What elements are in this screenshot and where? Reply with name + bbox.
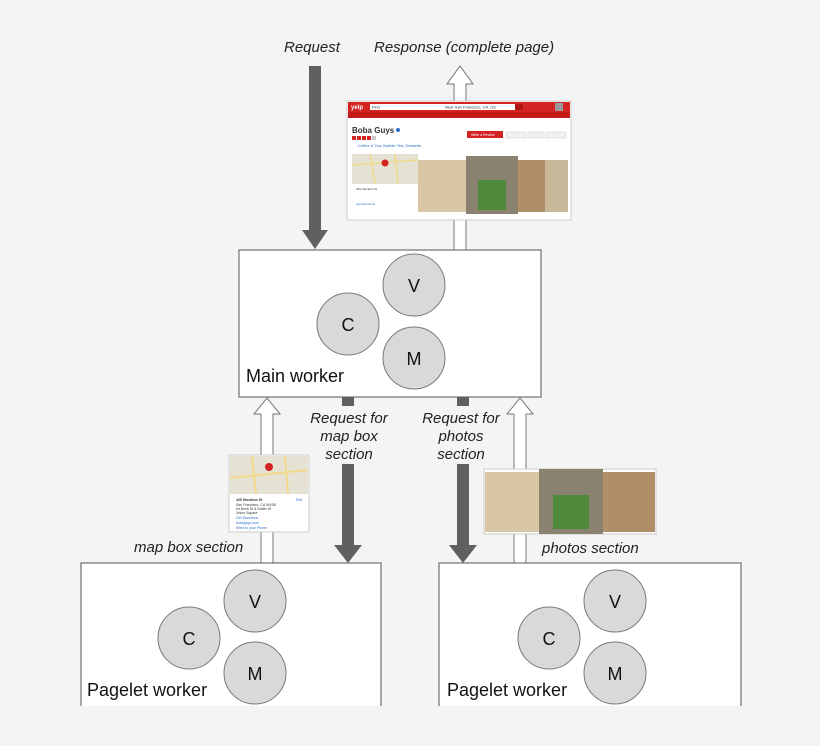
svg-text:Coffee & Tea, Bubble Tea, Dess: Coffee & Tea, Bubble Tea, Desserts [358, 143, 421, 148]
controller-node [517, 606, 581, 670]
svg-text:map box: map box [320, 428, 378, 445]
controller-node [157, 606, 221, 670]
svg-text:San Francisco, CA 94108: San Francisco, CA 94108 [236, 503, 276, 507]
svg-text:V: V [408, 276, 420, 296]
photos-request-arrow [449, 397, 477, 563]
svg-text:photos: photos [437, 428, 484, 445]
svg-text:C: C [183, 629, 196, 649]
map-box-section-label: map box section [134, 539, 243, 556]
svg-text:Union Square: Union Square [236, 511, 257, 515]
controller-node [316, 292, 380, 356]
yelp-logo: yelp [351, 105, 363, 111]
main-worker-label: Main worker [246, 366, 344, 386]
pagelet-worker-right-box [438, 562, 742, 706]
svg-text:M: M [248, 664, 263, 684]
svg-text:Find: Find [372, 105, 380, 110]
model-node [223, 641, 287, 705]
svg-text:V: V [609, 592, 621, 612]
svg-text:429 Stockton St: 429 Stockton St [236, 498, 263, 502]
svg-text:V: V [249, 592, 261, 612]
svg-text:Near San Francisco, CA, US: Near San Francisco, CA, US [445, 105, 496, 110]
photos-section-label: photos section [541, 540, 639, 557]
svg-text:M: M [608, 664, 623, 684]
svg-text:Write a Review: Write a Review [471, 133, 495, 137]
map-box-thumbnail: 429 Stockton St San Francisco, CA 94108 … [228, 454, 310, 533]
model-node [583, 641, 647, 705]
svg-text:C: C [342, 315, 355, 335]
svg-text:section: section [437, 446, 485, 463]
business-name: Boba Guys [352, 126, 395, 135]
svg-text:Send to your Phone: Send to your Phone [236, 526, 267, 530]
model-node [382, 326, 446, 390]
pagelet-worker-right-label: Pagelet worker [447, 680, 567, 700]
photos-thumbnail [483, 468, 657, 535]
svg-text:429 Stockton St: 429 Stockton St [356, 187, 377, 191]
pagelet-worker-left-box [80, 562, 382, 706]
view-node [223, 569, 287, 633]
svg-text:Edit: Edit [296, 498, 302, 502]
view-node [382, 253, 446, 317]
map-box-request-arrow [334, 397, 362, 563]
request-label: Request [284, 39, 341, 56]
svg-text:M: M [407, 349, 422, 369]
svg-text:section: section [325, 446, 373, 463]
view-node [583, 569, 647, 633]
svg-text:Get Directions: Get Directions [236, 516, 258, 520]
svg-text:C: C [543, 629, 556, 649]
request-map-label: Request for [310, 410, 389, 427]
svg-text:bobaguys.com: bobaguys.com [236, 521, 259, 525]
complete-page-thumbnail: yelp Find Near San Francisco, CA, US Bob… [346, 100, 572, 221]
response-label: Response (complete page) [374, 39, 554, 56]
svg-text:b/t Bush St & Sutter St: b/t Bush St & Sutter St [236, 507, 271, 511]
request-arrow [302, 66, 328, 249]
svg-text:Get Directions: Get Directions [356, 202, 376, 206]
pagelet-worker-left-label: Pagelet worker [87, 680, 207, 700]
request-photos-label: Request for [422, 410, 501, 427]
